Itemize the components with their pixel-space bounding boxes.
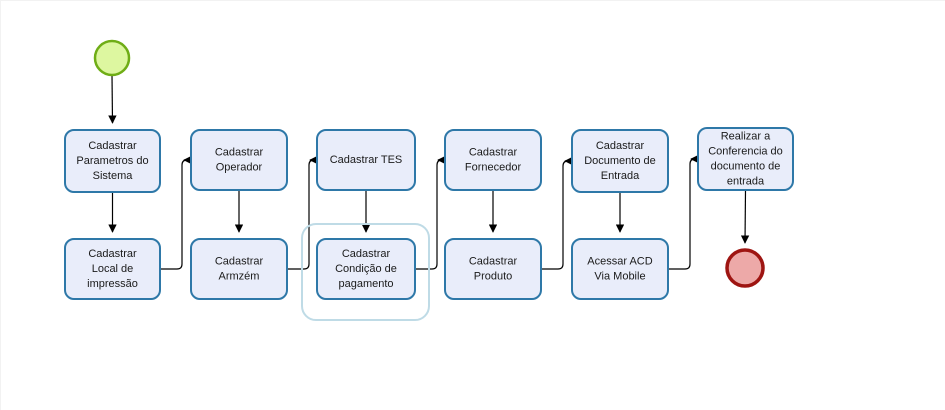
process-node-acessar-acd-via-mobile[interactable]: Acessar ACD Via Mobile: [571, 238, 669, 300]
start-event-circle[interactable]: [93, 39, 131, 77]
node-shape: [697, 127, 794, 191]
node-label-line: Documento de: [584, 155, 656, 167]
node-label-line: Condição de: [335, 263, 397, 275]
connector-n2-to-n3[interactable]: [160, 155, 192, 270]
node-label-line: Armzém: [219, 270, 260, 282]
node-label-line: Cadastrar: [469, 146, 518, 158]
node-shape: [316, 129, 416, 191]
connector-n8-to-n9[interactable]: [541, 156, 573, 270]
selection-highlight: [301, 223, 430, 321]
node-shape: [316, 238, 416, 300]
process-node-cadastrar-tes[interactable]: Cadastrar TES: [316, 129, 416, 191]
node-shape: [190, 129, 288, 191]
node-label-line: pagamento: [338, 278, 393, 290]
connector-n11-to-end[interactable]: [740, 189, 750, 244]
node-label-line: Conferencia do: [708, 145, 783, 157]
node-label-line: Acessar ACD: [587, 255, 652, 267]
node-label-line: documento de: [711, 160, 781, 172]
node-label-line: Operador: [216, 161, 263, 173]
node-label-line: entrada: [727, 175, 765, 187]
node-shape: [190, 238, 288, 300]
node-label-line: Cadastrar: [596, 140, 645, 152]
node-label-line: Cadastrar: [342, 248, 391, 260]
node-label-line: Via Mobile: [594, 270, 645, 282]
node-shape: [444, 129, 542, 191]
node-label-line: Sistema: [93, 170, 134, 182]
connector-start-to-n1[interactable]: [108, 74, 117, 124]
node-label-line: Cadastrar: [88, 248, 137, 260]
node-label-line: Parametros do: [76, 155, 148, 167]
connector-n4-to-n5[interactable]: [287, 155, 318, 270]
node-label-line: Produto: [474, 270, 513, 282]
node-label-line: Cadastrar: [215, 146, 264, 158]
node-label-line: impressão: [87, 278, 138, 290]
events-layer: [93, 39, 765, 288]
node-label-line: Cadastrar: [215, 255, 264, 267]
edges-layer: [108, 74, 750, 270]
node-label-line: Local de: [92, 263, 134, 275]
node-label-line: Cadastrar TES: [330, 154, 403, 166]
node-label-line: Entrada: [601, 170, 640, 182]
node-label-line: Fornecedor: [465, 161, 522, 173]
node-shape: [571, 238, 669, 300]
node-shape: [444, 238, 542, 300]
node-shape: [571, 129, 669, 193]
node-shape: [64, 129, 161, 193]
node-label-line: Cadastrar: [88, 140, 137, 152]
end-event-circle[interactable]: [725, 248, 765, 288]
node-shape: [64, 238, 161, 300]
selection-highlight-layer: [301, 223, 430, 321]
connector-n6-to-n7[interactable]: [415, 155, 446, 270]
node-label-line: Cadastrar: [469, 255, 518, 267]
connector-n10-to-n11[interactable]: [668, 154, 699, 270]
process-node-realizar-a-conferencia-do-documento-de-entrada[interactable]: Realizar a Conferencia do documento de entr…: [697, 127, 794, 191]
node-label-line: Realizar a: [721, 130, 771, 142]
